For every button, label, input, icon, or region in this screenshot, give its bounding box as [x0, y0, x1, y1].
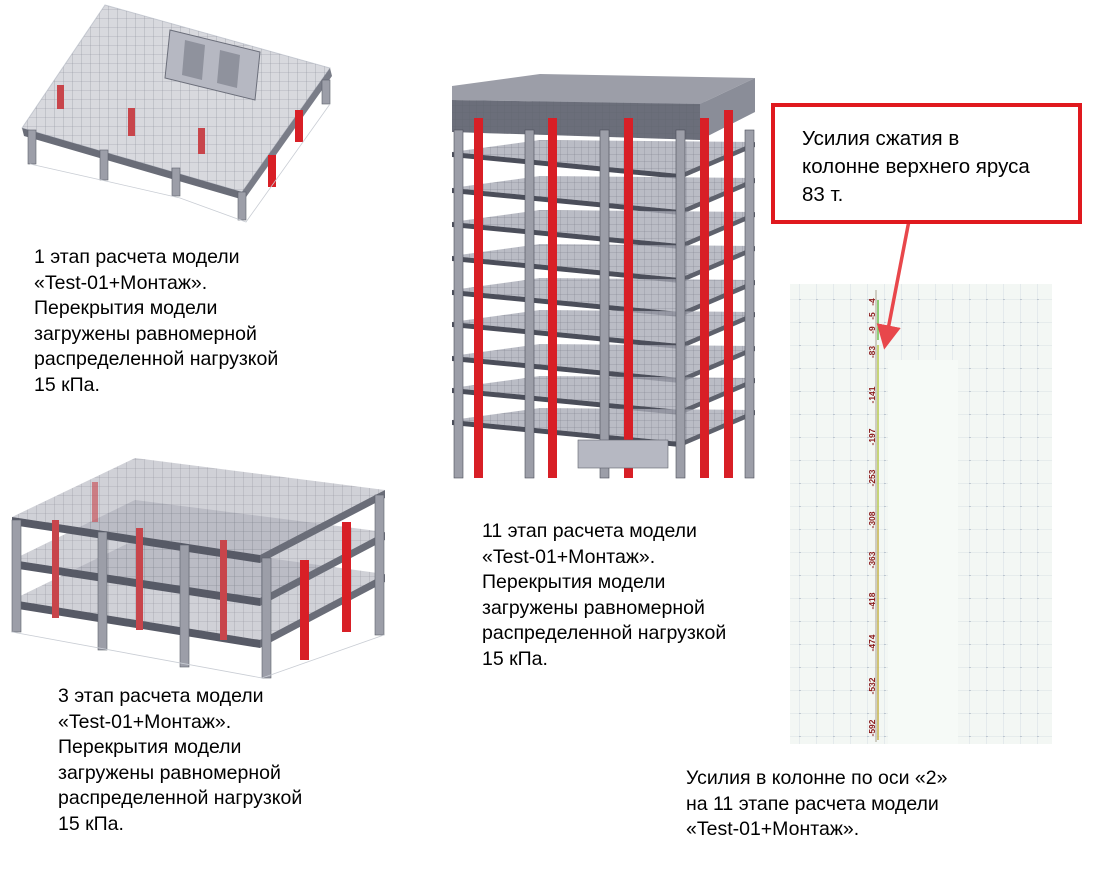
force-label: -9 [867, 326, 877, 334]
force-label: -253 [867, 469, 877, 486]
callout-arrow [876, 204, 914, 350]
caption-line: загружены равномерной [58, 761, 281, 784]
stage3-model [11, 458, 385, 679]
force-label: -141 [867, 386, 877, 403]
stage1-caption: 1 этап расчета модели «Test-01+Монтаж». … [34, 245, 278, 399]
caption-line: загружены равномерной [34, 322, 257, 345]
callout-text: Усилия сжатия в колонне верхнего яруса 8… [802, 125, 1030, 209]
callout-line: Усилия сжатия в [802, 127, 960, 150]
force-label: -4 [867, 298, 877, 306]
caption-line: 3 этап расчета модели [58, 685, 264, 707]
caption-line: распределенной нагрузкой [34, 348, 279, 371]
compression-callout: Усилия сжатия в колонне верхнего яруса 8… [771, 103, 1082, 224]
force-label: -197 [867, 428, 877, 445]
caption-line: 15 кПа. [58, 812, 124, 835]
force-label: -592 [867, 719, 877, 736]
stage11-model [452, 74, 755, 479]
force-label: -418 [867, 592, 877, 609]
callout-line: 83 т. [802, 183, 844, 206]
caption-line: на 11 этапе расчета модели [686, 792, 939, 815]
force-label: -532 [867, 677, 877, 694]
stage1-model [21, 4, 332, 223]
caption-line: Перекрытия модели [58, 736, 242, 759]
force-labels: -4 -5 -9 -83 -141 -197 -253 -308 -363 -418 -474 -53… [867, 298, 877, 737]
column-forces-caption: Усилия в колонне по оси «2» на 11 этапе … [686, 766, 947, 843]
stage11-caption: 11 этап расчета модели «Test-01+Монтаж».… [482, 519, 726, 673]
column-highlighted [624, 118, 633, 478]
callout-line: колонне верхнего яруса [802, 155, 1030, 178]
force-label: -474 [867, 634, 877, 651]
force-label: -363 [867, 551, 877, 568]
caption-line: «Test-01+Монтаж». [686, 818, 860, 841]
caption-line: распределенной нагрузкой [482, 622, 727, 645]
roof-slab [452, 74, 755, 104]
column [524, 129, 535, 479]
caption-line: «Test-01+Монтаж». [58, 710, 232, 733]
column-highlighted [548, 118, 557, 478]
caption-line: Перекрытия модели [482, 571, 666, 594]
force-label: -5 [867, 312, 877, 320]
column-force-diagram [790, 284, 1052, 744]
column [744, 129, 755, 479]
caption-line: Усилия в колонне по оси «2» [686, 767, 948, 789]
caption-line: 11 этап расчета модели [482, 520, 697, 542]
column-highlighted [700, 118, 709, 478]
stage3-caption: 3 этап расчета модели «Test-01+Монтаж». … [58, 684, 302, 838]
caption-line: «Test-01+Монтаж». [482, 545, 656, 568]
caption-line: 1 этап расчета модели [34, 246, 240, 268]
column [675, 129, 686, 479]
column [599, 129, 610, 479]
column [453, 129, 464, 479]
caption-line: распределенной нагрузкой [58, 787, 303, 810]
caption-line: Перекрытия модели [34, 297, 218, 320]
column-highlighted [724, 110, 733, 478]
caption-line: «Test-01+Монтаж». [34, 271, 208, 294]
caption-line: загружены равномерной [482, 596, 705, 619]
force-label: -308 [867, 511, 877, 528]
caption-line: 15 кПа. [34, 373, 100, 396]
caption-line: 15 кПа. [482, 647, 548, 670]
column-highlighted [474, 118, 483, 478]
force-label: -83 [867, 346, 877, 359]
